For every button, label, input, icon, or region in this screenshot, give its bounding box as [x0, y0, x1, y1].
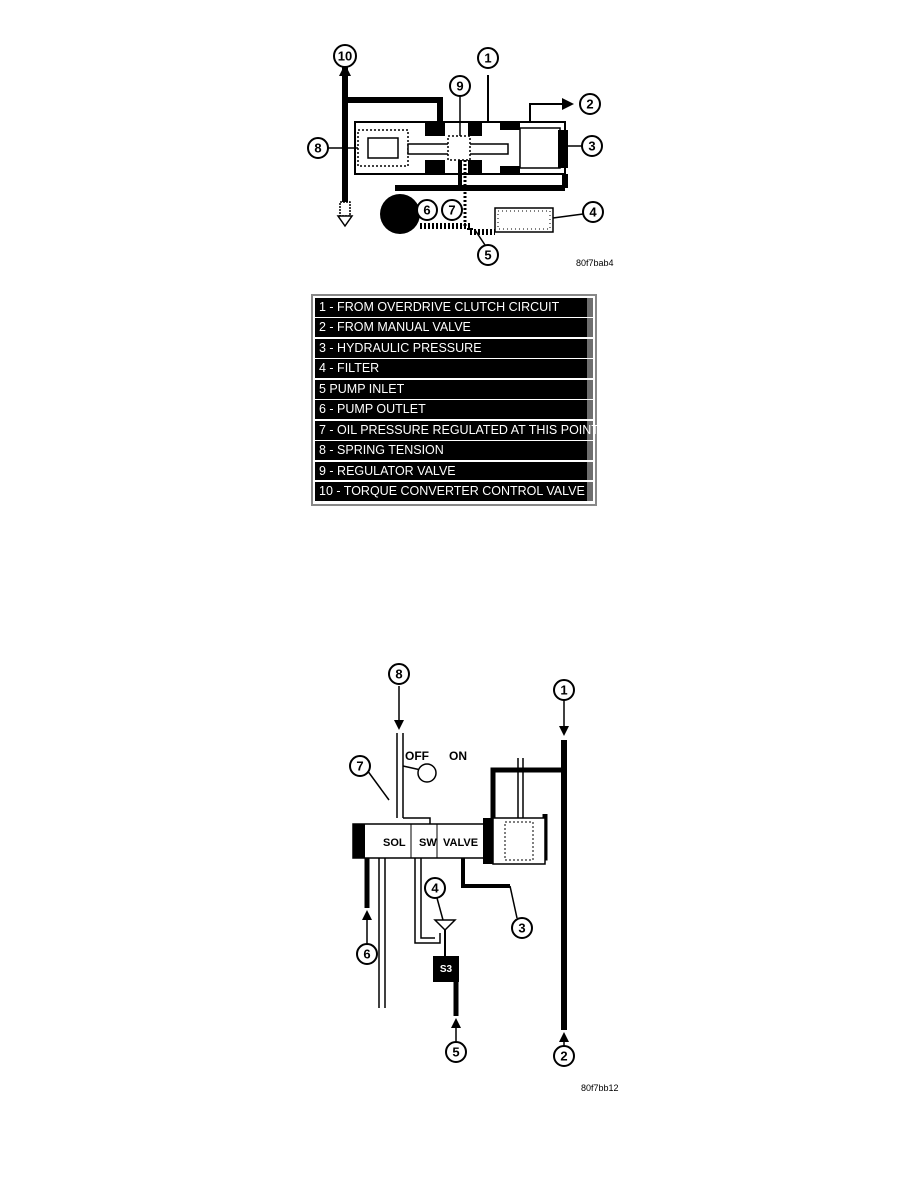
svg-text:8: 8 [395, 667, 402, 682]
svg-text:3: 3 [588, 139, 595, 154]
svg-text:7: 7 [448, 203, 455, 218]
callout-1: 1 [477, 47, 499, 69]
legend-row: 4 - FILTER [315, 359, 593, 379]
svg-text:2: 2 [586, 97, 593, 112]
legend-row: 5 PUMP INLET [315, 379, 593, 399]
callout-7: 7 [441, 199, 463, 221]
regulated-chamber [447, 135, 471, 161]
off-label: OFF [405, 749, 429, 763]
regulator-valve-diagram: 1 2 3 4 5 6 7 8 9 10 80f7bab4 [300, 40, 620, 275]
callout-5: 5 [445, 1028, 467, 1063]
solenoid-s3 [433, 956, 459, 982]
svg-text:4: 4 [431, 881, 439, 896]
land-top-1 [425, 122, 445, 136]
top-passage [345, 97, 443, 122]
passage-3 [461, 858, 510, 888]
legend-row: 10 - TORQUE CONVERTER CONTROL VALVE [315, 482, 593, 501]
spring [367, 137, 399, 159]
svg-text:5: 5 [452, 1045, 459, 1060]
legend-table: 1 - FROM OVERDRIVE CLUTCH CIRCUIT 2 - FR… [311, 294, 599, 506]
arrow-2 [562, 98, 574, 110]
callout-5: 5 [474, 229, 499, 266]
svg-text:1: 1 [484, 51, 491, 66]
filter-media [497, 210, 551, 230]
left-end-cap [353, 824, 365, 858]
s3-filter [433, 919, 457, 932]
legend-row: 8 - SPRING TENSION [315, 441, 593, 460]
sol-label: SOL [383, 837, 406, 849]
svg-text:10: 10 [338, 49, 352, 64]
right-end-plug [558, 130, 568, 168]
svg-text:4: 4 [589, 205, 597, 220]
exhaust-arrow [336, 215, 354, 228]
solenoid-switch-valve-diagram: OFF ON SOL SW VALVE S3 8 1 [335, 658, 620, 1098]
callout-3: 3 [509, 885, 533, 939]
line-from-manual-valve [529, 103, 565, 122]
right-land-top [500, 122, 520, 130]
right-housing [519, 127, 561, 169]
svg-text:1: 1 [560, 683, 567, 698]
svg-text:7: 7 [356, 759, 363, 774]
svg-text:5: 5 [484, 248, 491, 263]
exhaust-shaft [339, 201, 351, 217]
callout-6: 6 [416, 199, 438, 221]
callout-8: 8 [388, 663, 410, 685]
land-top-2 [468, 122, 482, 136]
right-spring [504, 821, 534, 861]
figure-code: 80f7bb12 [581, 1083, 619, 1093]
callout-7: 7 [349, 755, 390, 801]
land-bottom-2 [468, 160, 482, 174]
callout-2: 2 [553, 1045, 575, 1067]
pressure-switch [417, 763, 437, 783]
callout-3: 3 [568, 135, 603, 157]
legend-row: 3 - HYDRAULIC PRESSURE [315, 338, 593, 358]
valve-label: VALVE [443, 837, 478, 849]
s3-label: S3 [440, 964, 453, 975]
pump-inlet-path [420, 223, 495, 235]
legend-row: 6 - PUMP OUTLET [315, 400, 593, 420]
callout-4: 4 [424, 877, 446, 921]
pump [380, 194, 420, 234]
callout-8: 8 [307, 137, 358, 159]
arrow-up-10 [339, 64, 351, 76]
right-land [483, 818, 493, 864]
callout-2: 2 [579, 93, 601, 115]
right-land-bottom [500, 166, 520, 174]
legend-row: 1 - FROM OVERDRIVE CLUTCH CIRCUIT [315, 298, 593, 317]
regulator-valve-svg: 1 2 3 4 5 6 7 8 9 10 80f7bab4 [307, 44, 614, 268]
svg-text:8: 8 [314, 141, 321, 156]
legend-row: 2 - FROM MANUAL VALVE [315, 318, 593, 338]
legend-row: 7 - OIL PRESSURE REGULATED AT THIS POINT [315, 420, 599, 440]
legend-row: 9 - REGULATOR VALVE [315, 461, 593, 481]
callout-6: 6 [356, 920, 378, 965]
callout-9: 9 [449, 75, 471, 136]
solenoid-switch-valve-svg: OFF ON SOL SW VALVE S3 8 1 [349, 663, 619, 1093]
callout-10: 10 [333, 44, 357, 68]
svg-text:9: 9 [456, 79, 463, 94]
callout-1: 1 [553, 679, 575, 701]
svg-text:6: 6 [363, 947, 370, 962]
land-bottom-1 [425, 160, 445, 174]
svg-text:2: 2 [560, 1049, 567, 1064]
sw-label: SW [419, 837, 437, 849]
svg-text:6: 6 [423, 203, 430, 218]
callout-4: 4 [552, 201, 604, 223]
on-label: ON [449, 749, 467, 763]
figure-code: 80f7bab4 [576, 258, 614, 268]
svg-text:3: 3 [518, 921, 525, 936]
